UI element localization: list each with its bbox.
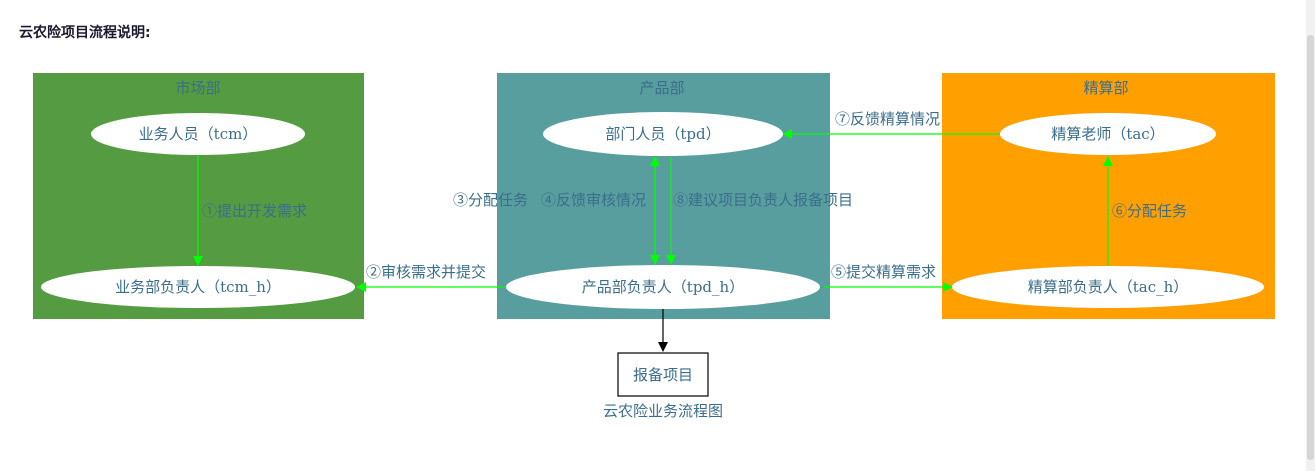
node-tcm-h (41, 266, 355, 308)
page-heading: 云农险项目流程说明: (19, 25, 151, 41)
edge-3-label: ③分配任务 (453, 191, 528, 209)
edge-6-label: ⑥分配任务 (1112, 202, 1187, 220)
edge-1-label: ①提出开发需求 (202, 202, 307, 220)
node-report-box (617, 352, 709, 397)
node-tpd-label: 部门人员（tpd） (605, 125, 720, 143)
diagram-caption: 云农险业务流程图 (603, 402, 723, 420)
node-tpd-h (506, 265, 820, 309)
edge-2-label: ②审核需求并提交 (366, 263, 486, 281)
edge-4-label: ④反馈审核情况 (541, 191, 646, 209)
vertical-scrollbar[interactable] (1306, 0, 1315, 471)
node-tcm-label: 业务人员（tcm） (139, 125, 258, 143)
cluster-market-label: 市场部 (175, 79, 220, 97)
cluster-product-label: 产品部 (639, 79, 684, 97)
cluster-actuary-label: 精算部 (1083, 79, 1128, 97)
node-report-label: 报备项目 (633, 366, 693, 384)
node-tpd-h-label: 产品部负责人（tpd_h） (582, 278, 744, 296)
edge-5-label: ⑤提交精算需求 (831, 263, 936, 281)
edge-7-label: ⑦反馈精算情况 (835, 110, 940, 128)
node-tcm (91, 113, 305, 155)
node-tpd (543, 112, 783, 156)
edge-8-label: ⑧建议项目负责人报备项目 (673, 191, 853, 209)
node-tac (1000, 113, 1216, 155)
node-tac-h-label: 精算部负责人（tac_h） (1028, 278, 1189, 296)
node-tac-h (952, 266, 1264, 308)
node-tcm-h-label: 业务部负责人（tcm_h） (115, 278, 281, 296)
node-tac-label: 精算老师（tac） (1051, 125, 1164, 143)
scrollbar-thumb[interactable] (1307, 35, 1314, 460)
